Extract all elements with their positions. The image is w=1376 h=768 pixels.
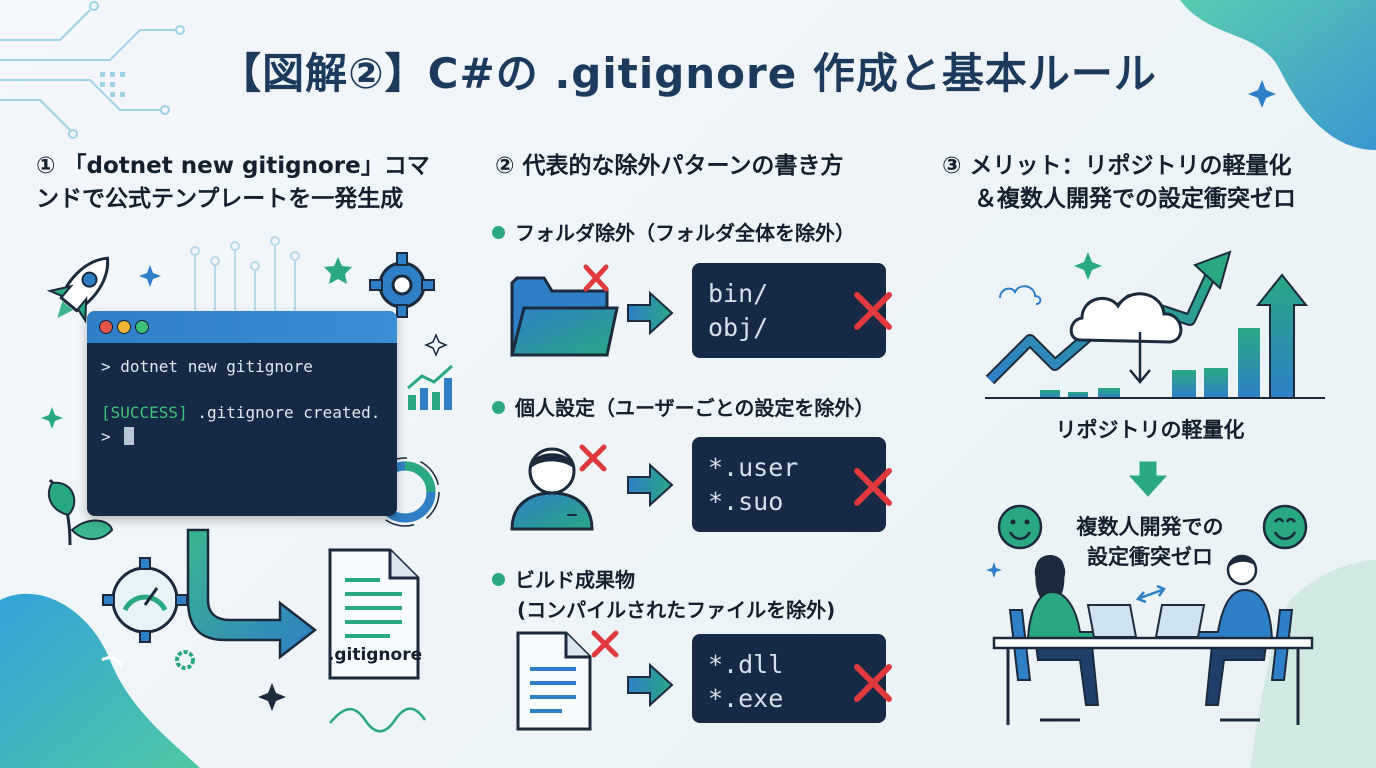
sparkle-icon (139, 265, 161, 287)
code-box-build-output: *.dll *.exe (692, 634, 886, 723)
gitignore-file-label: .gitignore (327, 645, 423, 665)
user-icon (510, 447, 594, 531)
red-x-icon (854, 664, 892, 702)
code-line: *.suo (708, 487, 784, 516)
code-box-folders: bin/ obj/ (692, 263, 886, 358)
sparkle-icon (1248, 80, 1276, 108)
arrow-icon (627, 462, 674, 508)
gear-icon (175, 650, 195, 670)
folder-icon (510, 276, 619, 357)
section1-illustration (41, 236, 453, 733)
section3-heading-line2: ＆複数人開発での設定衝突ゼロ (974, 186, 1296, 212)
small-cloud-icon (999, 285, 1042, 305)
sparkle-icon (258, 683, 286, 711)
red-x-icon (854, 468, 892, 506)
gitignore-file-icon (328, 548, 420, 680)
terminal-output: [SUCCESS] .gitignore created. (101, 403, 380, 422)
code-box-x-marks (854, 292, 892, 702)
laptop-icon (1154, 604, 1206, 638)
group1-title-text: フォルダ除外（フォルダ全体を除外） (515, 221, 855, 245)
page-title: 【図解②】C#の .gitignore 作成と基本ルール (219, 49, 1157, 98)
terminal-window: > dotnet new gitignore [SUCCESS] .gitign… (87, 311, 397, 516)
team-working-illustration (992, 554, 1314, 725)
bar-chart-icon (407, 364, 453, 410)
laptop-icon (1086, 604, 1138, 638)
sparkle-icon (41, 407, 63, 429)
smiley-icon (1262, 504, 1308, 550)
group1-title: フォルダ除外（フォルダ全体を除外） (492, 218, 855, 248)
section3-illustration (985, 250, 1325, 725)
red-x-icon (854, 292, 892, 330)
sparkle-icon (986, 562, 1002, 578)
speedometer-gear-icon (102, 557, 188, 643)
group3-title: ビルド成果物 (コンパイルされたファイルを除外) (492, 565, 835, 625)
sparkle-icon (1074, 252, 1102, 280)
blob-bottom-right (1250, 560, 1376, 768)
sync-arrow-icon (1139, 588, 1163, 600)
down-arrow-icon (1128, 461, 1168, 497)
section2-heading: ② 代表的な除外パターンの書き方 (495, 153, 844, 179)
cursor (124, 427, 135, 445)
blob-bottom-left (0, 593, 200, 768)
star-icon (324, 257, 352, 284)
leaf-icon (48, 478, 114, 546)
success-message: .gitignore created. (187, 403, 381, 422)
section3-heading: ③ メリット：リポジトリの軽量化 ＆複数人開発での設定衝突ゼロ (942, 150, 1296, 216)
red-x-icon (583, 264, 609, 292)
arrow-icon (627, 290, 674, 336)
group3-title-line1: ビルド成果物 (515, 568, 635, 592)
smiley-icon (997, 504, 1043, 550)
code-line: bin/ (708, 279, 769, 308)
red-x-icon (579, 444, 607, 472)
group2-title-text: 個人設定（ユーザーごとの設定を除外） (515, 396, 875, 420)
section1-heading-line1: ① 「dotnet new gitignore」コマ (36, 153, 430, 179)
big-up-arrow-icon (1255, 273, 1309, 399)
terminal-titlebar (87, 311, 397, 343)
bullet-dot (492, 401, 505, 414)
sparkle-icon (424, 333, 448, 357)
code-box-user-settings: *.user *.suo (692, 437, 886, 532)
benefit-label-no-conflict: 複数人開発での 設定衝突ゼロ (1050, 512, 1250, 572)
circuit-decoration (0, 1, 185, 139)
prompt-symbol: > (101, 427, 111, 446)
section1-heading: ① 「dotnet new gitignore」コマ ンドで公式テンプレートを一… (36, 150, 430, 216)
document-icon (516, 631, 592, 731)
section3-heading-line1: ③ メリット：リポジトリの軽量化 (942, 153, 1292, 179)
code-line: *.exe (708, 684, 784, 713)
wave-decoration (329, 707, 427, 733)
benefit-label-no-conflict-line1: 複数人開発での (1076, 515, 1224, 539)
minimize-dot (117, 320, 131, 334)
code-line: obj/ (708, 313, 769, 342)
maximize-dot (135, 320, 149, 334)
section2-illustration (510, 264, 674, 731)
code-line: *.user (708, 453, 799, 482)
arrow-icon (627, 662, 674, 708)
terminal-command: > dotnet new gitignore (101, 357, 313, 376)
group2-title: 個人設定（ユーザーごとの設定を除外） (492, 393, 874, 423)
success-tag: [SUCCESS] (101, 403, 188, 422)
rocket-icon (46, 256, 110, 324)
blob-top-right (1180, 0, 1376, 150)
code-line: *.dll (708, 650, 784, 679)
terminal-prompt: > (101, 427, 135, 446)
benefit-label-lightweight: リポジトリの軽量化 (1055, 418, 1245, 442)
gear-icon (369, 252, 435, 318)
group3-title-line2: (コンパイルされたファイルを除外) (517, 598, 836, 622)
close-dot (99, 320, 113, 334)
red-x-icon (591, 630, 619, 658)
benefit-label-no-conflict-line2: 設定衝突ゼロ (1087, 545, 1213, 569)
cloud-icon (1069, 292, 1183, 384)
section1-heading-line2: ンドで公式テンプレートを一発生成 (36, 186, 404, 212)
bullet-dot (492, 226, 505, 239)
bullet-dot (492, 573, 505, 586)
arrow-icon (186, 528, 318, 660)
